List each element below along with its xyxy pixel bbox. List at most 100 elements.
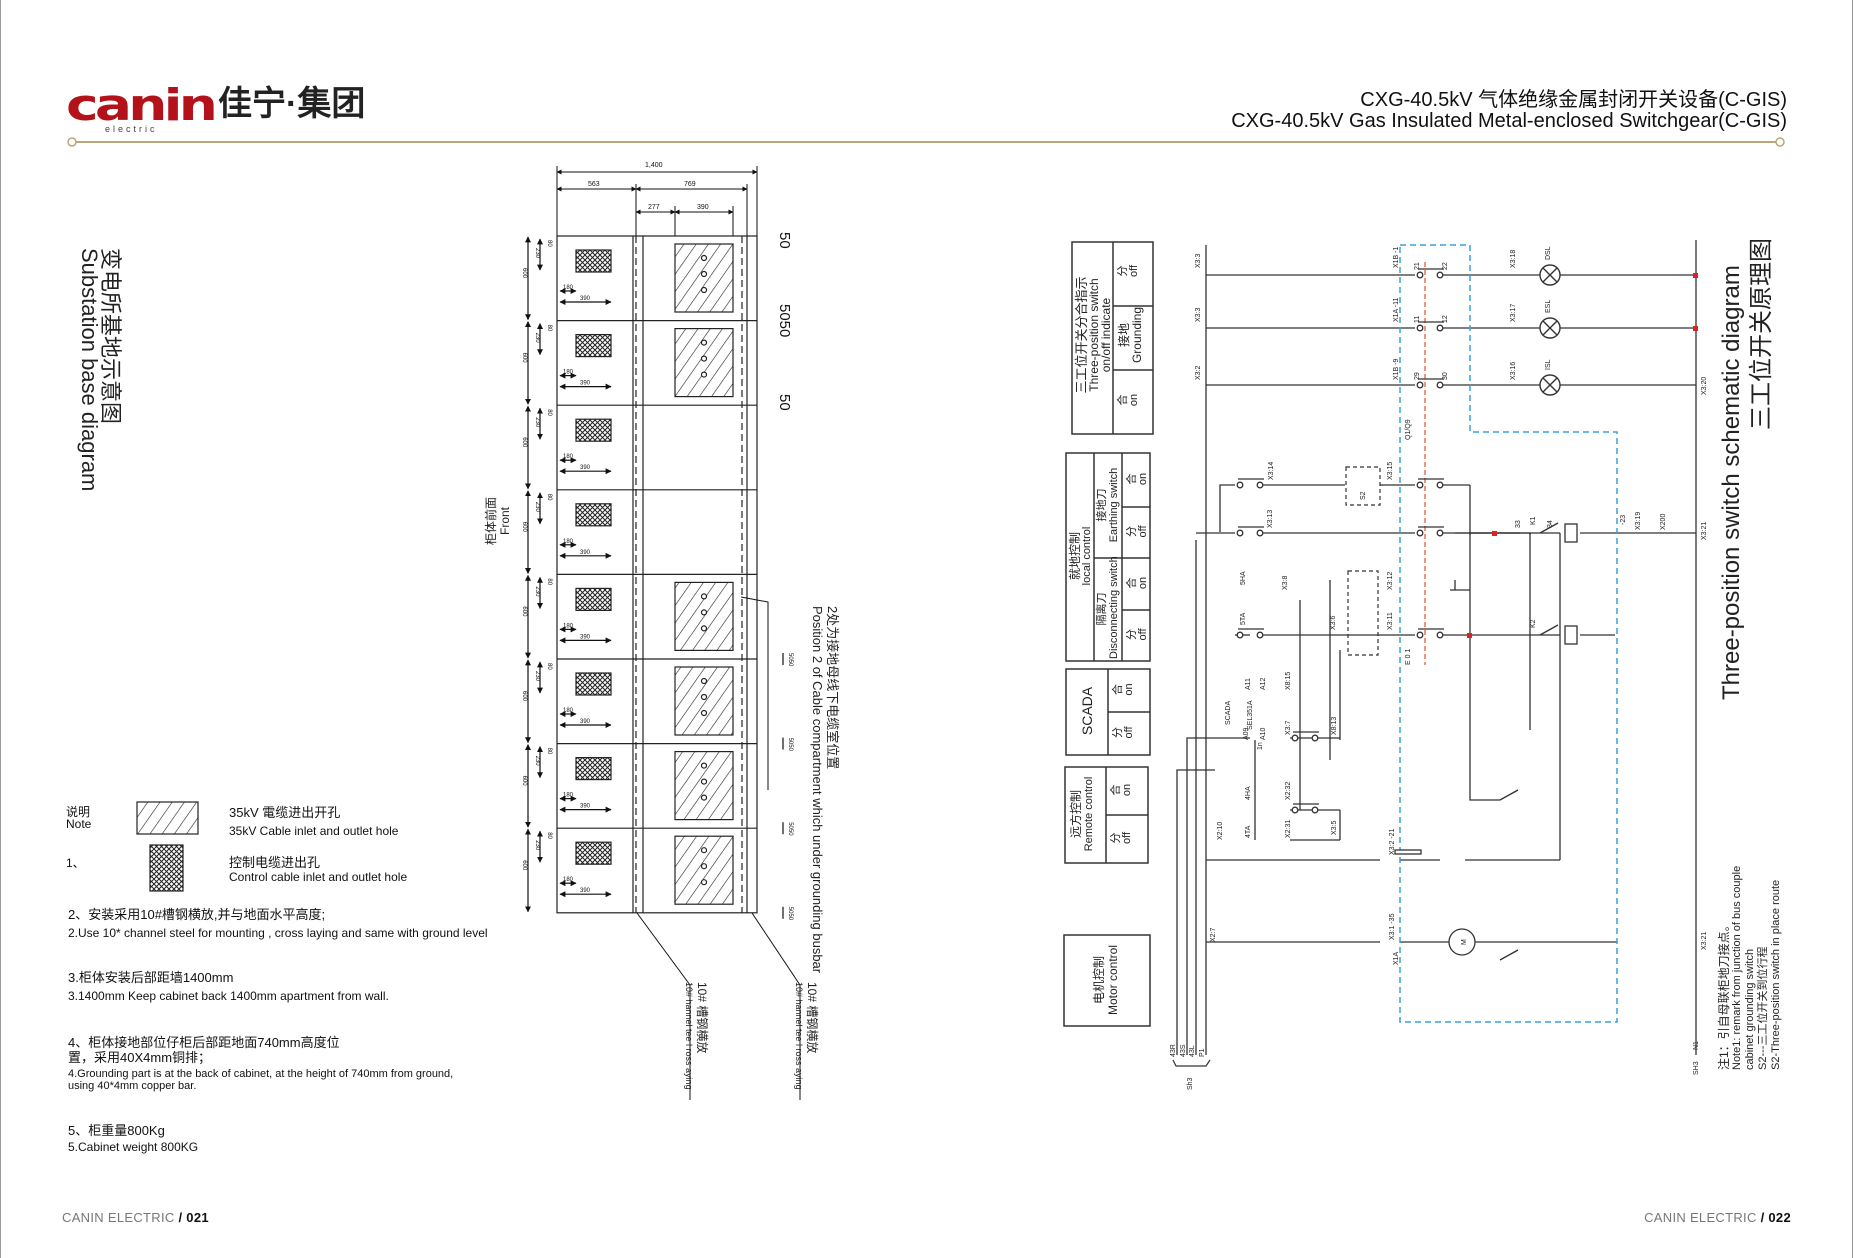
dim-label: 5050	[787, 907, 793, 921]
terminal-label: X3:14	[1268, 462, 1275, 480]
dim-label: 230	[534, 671, 540, 682]
contact-terminal-icon	[1436, 381, 1444, 389]
dim-label: 390	[580, 719, 591, 725]
terminal-label: SEL351A	[1247, 700, 1254, 730]
dim-label: 600	[521, 437, 527, 448]
terminal-label: 1n	[1257, 742, 1264, 750]
contact-terminal-icon	[1436, 631, 1444, 639]
contact-terminal-icon	[1416, 381, 1424, 389]
terminal-label: X1B -1	[1393, 246, 1400, 268]
dim-label: 390	[580, 804, 591, 810]
bolt-hole	[700, 593, 708, 600]
label-en: off	[1137, 628, 1149, 641]
terminal-label: X3:18	[1510, 250, 1517, 268]
lamp-icon	[1539, 264, 1561, 286]
label-cn: 就地控制	[1068, 532, 1082, 581]
note-s2-en: S2-Three-position switch in place route	[1770, 879, 1782, 1070]
control-cable-hole	[575, 672, 612, 696]
dim-50-mid: 50	[776, 394, 793, 411]
contact-terminal-icon	[1236, 631, 1244, 639]
contact-terminal-icon	[1311, 806, 1319, 814]
contact-terminal-icon	[1291, 806, 1299, 814]
dim-label: 80	[546, 748, 552, 755]
bolt-hole	[700, 762, 708, 769]
page-edge-left	[0, 0, 1, 1258]
dim-label: 390	[580, 550, 591, 556]
label-en: Earthing switch	[1108, 467, 1120, 543]
terminal-label: X1A -11	[1393, 298, 1400, 322]
bolt-hole	[700, 677, 708, 685]
company-logo: canin	[66, 80, 218, 131]
terminal-label: X3:21	[1701, 932, 1708, 950]
indicator-lamps	[1539, 264, 1561, 396]
bolt-hole	[700, 286, 708, 294]
terminal-label: X2:32	[1285, 782, 1292, 800]
terminal-label: A12	[1260, 677, 1267, 690]
control-hole-en: Control cable inlet and outlet hole	[229, 870, 408, 884]
substation-base-diagram: 1,400 563 769 277 390 50 5050 50 6002308…	[521, 162, 801, 1100]
note-1-cn: 注1：引自母联柜地刀接点。	[1717, 919, 1731, 1070]
terminal-label: ISL	[1545, 359, 1552, 370]
note-4-cn-2: 置，采用40X4mm铜排；	[68, 1050, 212, 1065]
dim-label: 180	[563, 285, 574, 291]
dim-label: 390	[580, 296, 591, 302]
dim-label: 600	[521, 860, 527, 871]
contact-terminal-icon	[1416, 631, 1424, 639]
terminal-label: 30	[1442, 372, 1449, 380]
dim-label: 230	[534, 417, 540, 428]
note-heading-cn: 说明	[66, 805, 91, 819]
dim-label: 80	[546, 578, 552, 585]
terminal-label: 21	[1414, 262, 1421, 270]
dim-label: 5050	[787, 822, 793, 836]
dim-label: 180	[563, 454, 574, 460]
terminal-label: A09	[1243, 727, 1250, 740]
label-en: off	[1137, 525, 1149, 538]
dim-label: 230	[534, 248, 540, 259]
bolt-hole	[700, 863, 708, 870]
note-4-en-1: 4.Grounding part is at the back of cabin…	[68, 1068, 454, 1080]
terminal-label: X3:2 -21	[1389, 828, 1396, 855]
terminal-label: X2:7	[1210, 927, 1217, 942]
scada-title: SCADA	[1079, 686, 1095, 736]
terminal-label: 33	[1515, 520, 1522, 528]
terminal-label: X3:12	[1387, 572, 1394, 590]
indicator-box-title: 三工位开关分合指示 Three-position switch on/off i…	[1074, 270, 1113, 400]
contact-terminal-icon	[1256, 631, 1264, 639]
dim-label: 230	[534, 756, 540, 767]
dim-label: 80	[546, 409, 552, 416]
hv-hole-en: 35kV Cable inlet and outlet hole	[229, 824, 399, 838]
terminal-label: 11	[1414, 316, 1421, 323]
bolt-hole	[700, 794, 708, 801]
hv-hole-cn: 35kV 電缆进出开孔	[229, 805, 341, 820]
dim-769: 769	[684, 181, 696, 188]
control-cable-hole	[575, 334, 612, 358]
bolt-hole	[700, 709, 708, 717]
dim-label: 390	[580, 465, 591, 471]
label-en: Disconnecting switch	[1108, 556, 1120, 659]
label-cn: 接地刀	[1096, 488, 1108, 522]
dim-label: 5050	[787, 653, 793, 667]
note-2-en: 2.Use 10* channel steel for mounting , c…	[68, 926, 488, 940]
dim-563: 563	[588, 181, 600, 188]
relay-contact-icon	[1499, 949, 1519, 961]
header-rule	[67, 137, 1785, 147]
terminal-label: X3:11	[1387, 612, 1394, 630]
motor-icon	[1448, 928, 1476, 956]
note-heading-en: Note	[66, 817, 92, 831]
contact-terminal-icon	[1416, 271, 1424, 279]
note-heading: 说明 Note	[66, 806, 91, 830]
relay-contact-icon	[1539, 624, 1559, 636]
relay-contact-icon	[1499, 789, 1519, 801]
dim-label: 80	[546, 240, 552, 247]
dim-label: 600	[521, 606, 527, 617]
terminal-label: K1	[1530, 516, 1537, 525]
bolt-hole	[700, 270, 708, 278]
terminal-label: -23	[1620, 515, 1627, 525]
